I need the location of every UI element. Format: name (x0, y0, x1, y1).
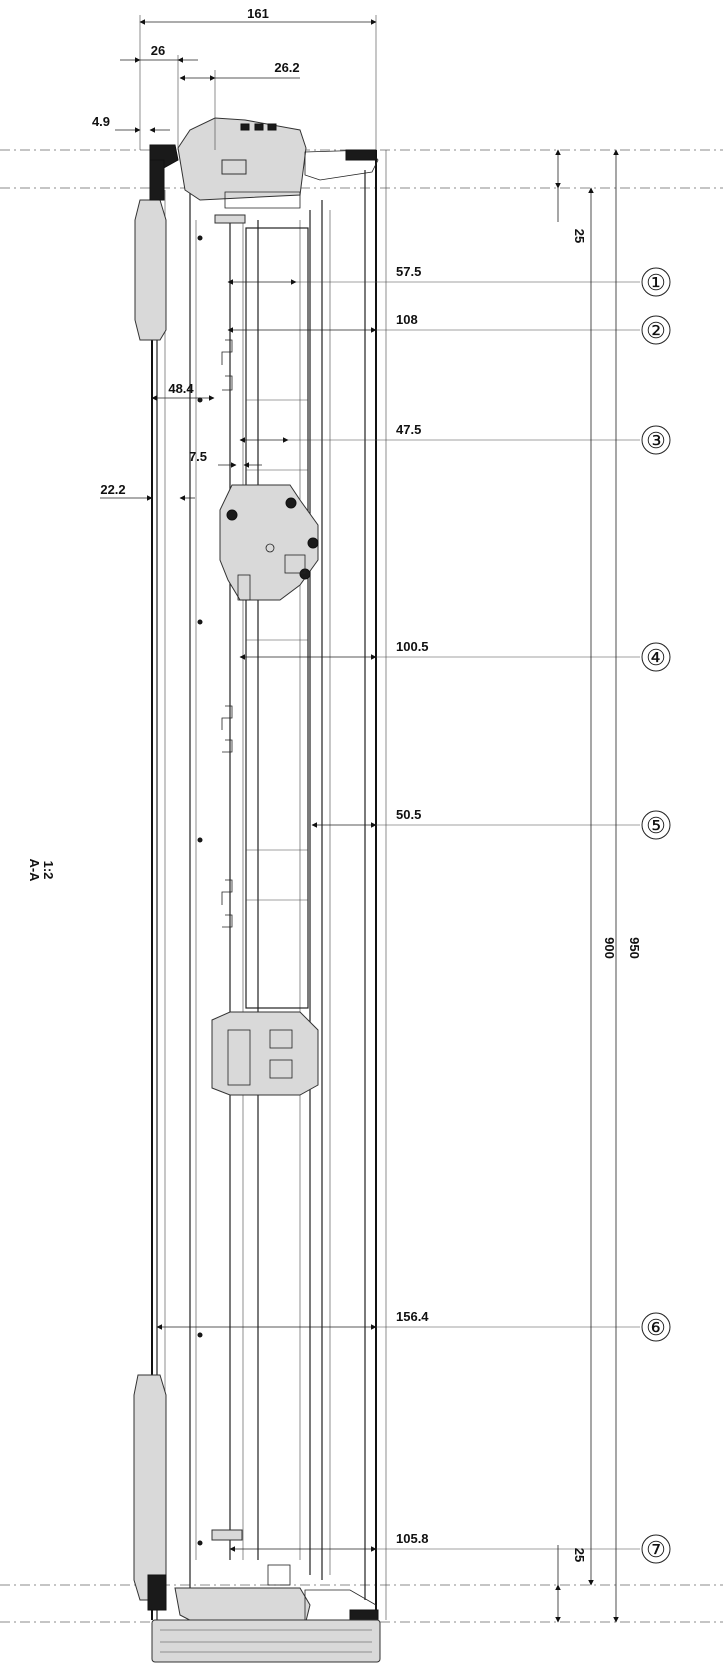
callout-number: ⑤ (646, 813, 666, 838)
dim-inner-offset: 26.2 (274, 60, 299, 75)
callout-number: ① (646, 270, 666, 295)
callout-circle (641, 425, 671, 455)
section-label: A-A 1:2 (27, 858, 56, 882)
callout-circle (641, 267, 671, 297)
callout-circle (641, 810, 671, 840)
dim-48-4: 48.4 (168, 381, 194, 396)
dim-bottom-margin: 25 (572, 1548, 587, 1562)
callout-number: ② (646, 318, 666, 343)
dimension-value: 50.5 (396, 807, 421, 822)
section-name: A-A (27, 858, 42, 882)
callout-number: ⑥ (646, 1315, 666, 1340)
dimension-value: 47.5 (396, 422, 421, 437)
callout-number: ③ (646, 428, 666, 453)
dim-top-margin: 25 (572, 229, 587, 243)
dim-inner-height: 900 (602, 937, 617, 959)
profile-section (133, 117, 387, 1663)
dim-7-5: 7.5 (189, 449, 207, 464)
callout-circle (641, 1534, 671, 1564)
callout-number: ⑦ (646, 1537, 666, 1562)
dim-left-offset: 26 (151, 43, 165, 58)
dimension-value: 105.8 (396, 1531, 429, 1546)
top-dimensions: 161 26 26.2 4.9 (92, 6, 377, 150)
left-dimensions: 48.4 7.5 22.2 (100, 381, 262, 501)
reference-lines (0, 149, 723, 1623)
dimension-value: 57.5 (396, 264, 421, 279)
horizontal-dimension-lines: 57.5 ① 108 ② 47.5 ③ 100.5 ④ 50.5 ⑤ 156.4 ⑥ 105.8 ⑦ (156, 264, 671, 1564)
callout-number: ④ (646, 645, 666, 670)
callout-circle (641, 642, 671, 672)
dim-overall-width: 161 (247, 6, 269, 21)
section-scale: 1:2 (41, 861, 56, 880)
dimension-value: 100.5 (396, 639, 429, 654)
dimension-value: 108 (396, 312, 418, 327)
dim-overall-height: 950 (627, 937, 642, 959)
dim-22-2: 22.2 (100, 482, 125, 497)
callout-circle (641, 315, 671, 345)
dimension-value: 156.4 (396, 1309, 429, 1324)
vertical-dimensions: 25 900 950 25 (555, 149, 642, 1623)
callout-circle (641, 1312, 671, 1342)
dim-edge-offset: 4.9 (92, 114, 110, 129)
